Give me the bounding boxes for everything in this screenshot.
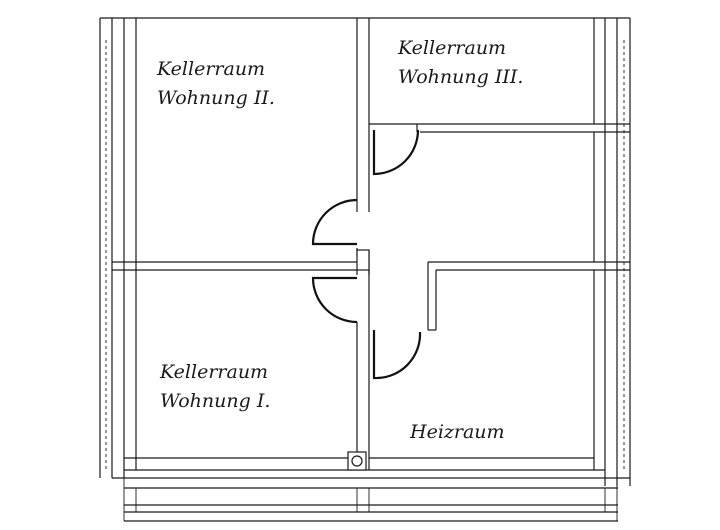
room-label-line-2: Wohnung II. xyxy=(157,87,275,109)
room-boundaries xyxy=(124,18,595,470)
room-label-heizraum: Heizraum xyxy=(410,418,505,447)
room-label-line-1: Kellerraum xyxy=(157,58,266,80)
room-label-kellerraum-wohnung-3: Kellerraum Wohnung III. xyxy=(398,34,523,92)
room-label-line-1: Kellerraum xyxy=(160,361,269,383)
bottom-walls xyxy=(112,469,630,522)
door-wohnung-2 xyxy=(311,198,358,246)
central-wall xyxy=(356,18,370,470)
door-wohnung-3 xyxy=(372,129,420,176)
wall-above-heizraum xyxy=(427,261,630,331)
room-label-line-1: Heizraum xyxy=(410,421,505,443)
drain-symbol xyxy=(347,451,367,471)
door-heizraum xyxy=(372,330,422,380)
room-label-line-2: Wohnung I. xyxy=(160,390,271,412)
room-label-line-2: Wohnung III. xyxy=(398,66,524,88)
room-label-kellerraum-wohnung-1: Kellerraum Wohnung I. xyxy=(160,358,270,416)
room-label-line-1: Kellerraum xyxy=(398,37,507,59)
middle-wall-left xyxy=(112,261,357,271)
room-label-kellerraum-wohnung-2: Kellerraum Wohnung II. xyxy=(157,55,275,113)
door-wohnung-1 xyxy=(311,276,358,324)
outer-walls xyxy=(99,17,631,486)
wall-below-wohnung-3 xyxy=(369,123,630,133)
